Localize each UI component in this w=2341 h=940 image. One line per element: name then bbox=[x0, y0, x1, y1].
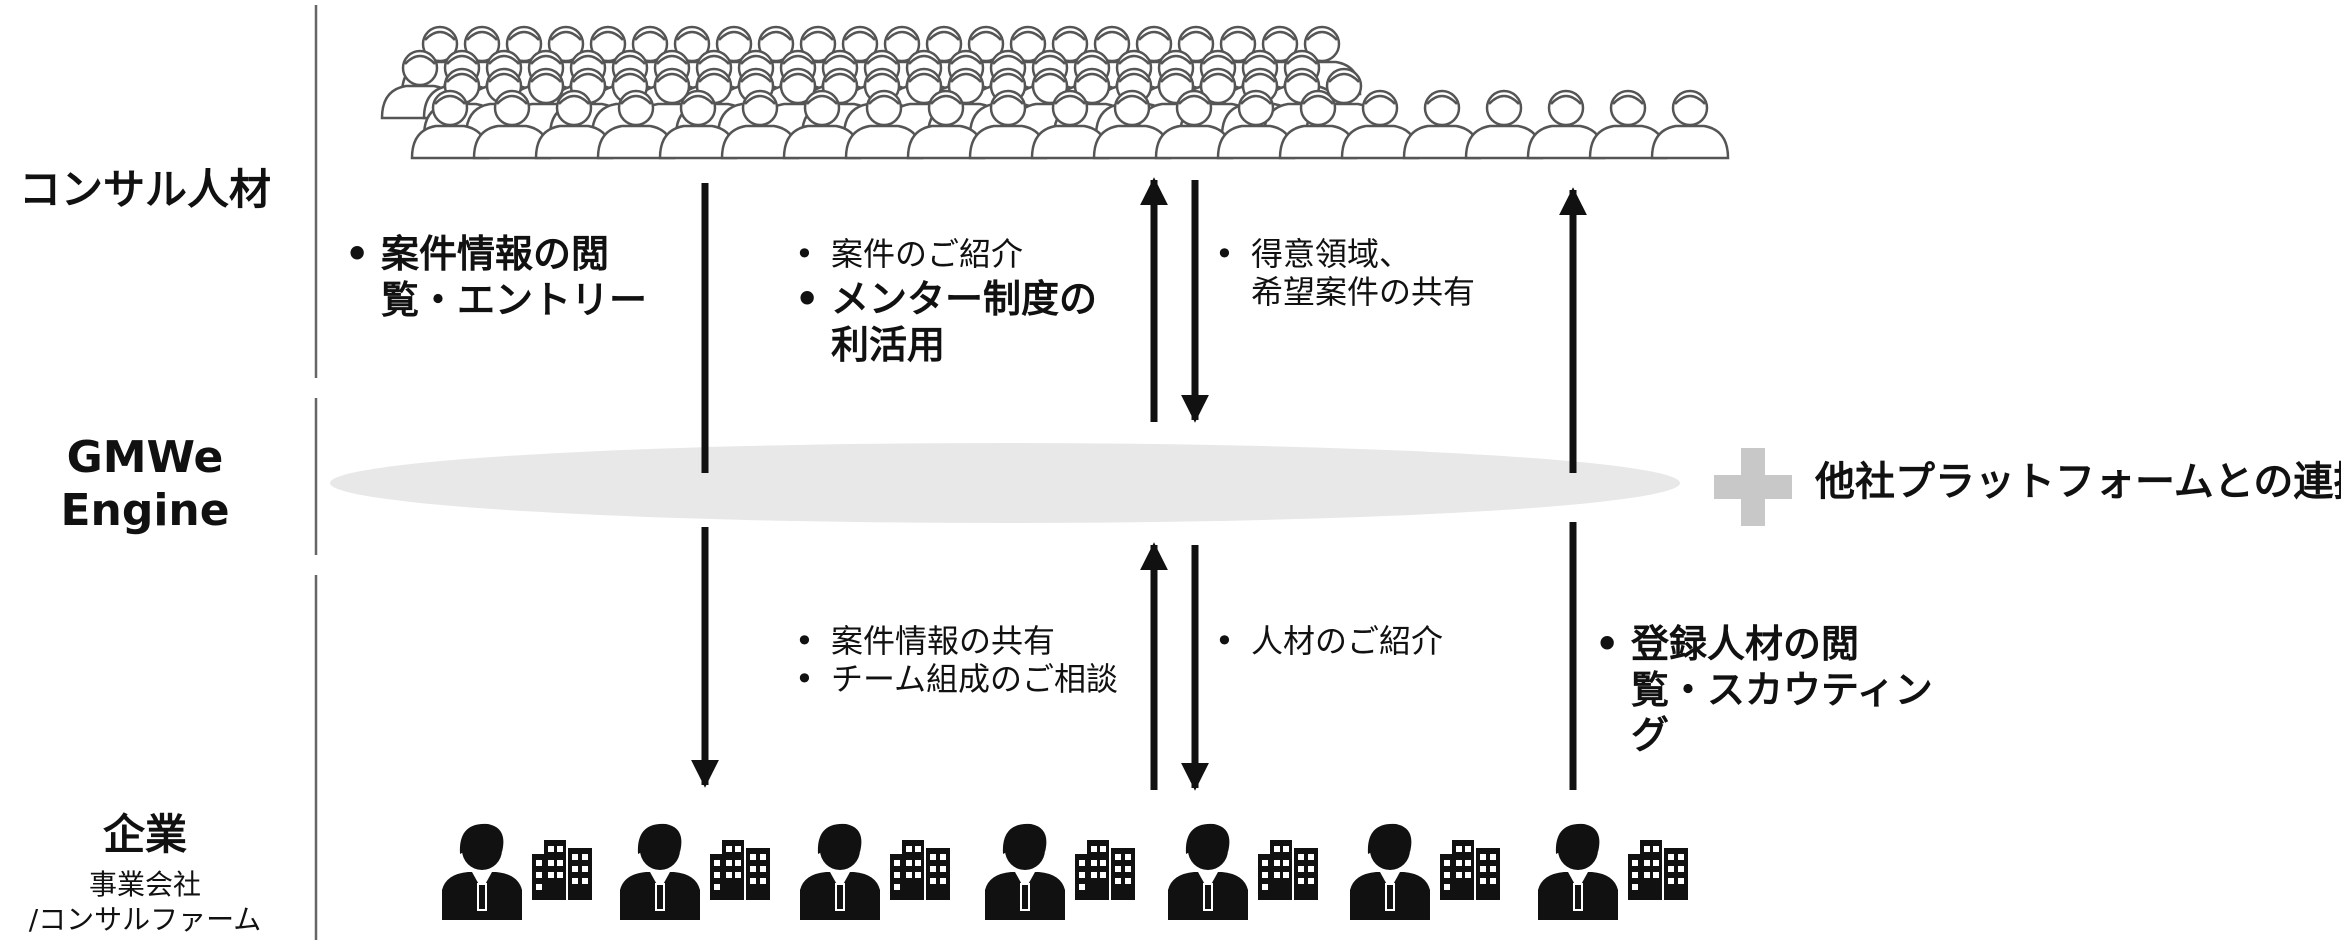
note-top-mid-item1: 案件のご紹介 bbox=[795, 235, 1097, 274]
note-bottom-mid-item2: チーム組成のご相談 bbox=[795, 660, 1118, 699]
note-top-left: 案件情報の閲 覧・エントリー bbox=[345, 232, 647, 323]
note-bottom-far-right-line3: グ bbox=[1631, 713, 1670, 758]
company-businessperson-icon bbox=[1349, 822, 1501, 921]
platform-link-label: 他社プラットフォームとの連携 bbox=[1815, 459, 2341, 505]
label-company-sub1: 事業会社 bbox=[88, 868, 201, 901]
note-bottom-far-right: 登録人材の閲 覧・スカウティン グ bbox=[1595, 622, 1933, 759]
note-top-left-line2: 覧・エントリー bbox=[381, 277, 648, 322]
engine-ellipse bbox=[330, 443, 1680, 523]
company-businessperson-icon bbox=[619, 822, 771, 921]
note-top-mid: 案件のご紹介 メンター制度の 利活用 bbox=[795, 235, 1097, 369]
plus-icon bbox=[1714, 448, 1792, 526]
company-businessperson-icon bbox=[1537, 822, 1689, 921]
note-top-right: 得意領域、 希望案件の共有 bbox=[1215, 235, 1475, 312]
consultant-person-icon bbox=[1650, 89, 1730, 160]
company-businessperson-icon bbox=[799, 822, 951, 921]
note-bottom-mid-item1: 案件情報の共有 bbox=[795, 622, 1118, 661]
label-consultant: コンサル人材 bbox=[18, 165, 271, 214]
company-row bbox=[441, 822, 1689, 921]
note-bottom-right: 人材のご紹介 bbox=[1215, 622, 1443, 661]
note-top-left-line1: 案件情報の閲 bbox=[345, 232, 647, 278]
label-company-sub2: /コンサルファーム bbox=[28, 903, 262, 936]
flow-arrows bbox=[691, 177, 1587, 791]
label-engine-line1: GMWe bbox=[66, 432, 224, 483]
company-businessperson-icon bbox=[1167, 822, 1319, 921]
note-top-right-line1: 得意領域、 bbox=[1215, 235, 1475, 274]
note-top-mid-item2-line2: 利活用 bbox=[831, 322, 946, 367]
note-bottom-right-item1: 人材のご紹介 bbox=[1215, 622, 1443, 661]
company-businessperson-icon bbox=[984, 822, 1136, 921]
note-top-right-line2: 希望案件の共有 bbox=[1251, 273, 1476, 312]
label-engine-line2: Engine bbox=[60, 485, 230, 536]
label-company: 企業 bbox=[102, 810, 187, 859]
company-businessperson-icon bbox=[441, 822, 593, 921]
note-bottom-far-right-line1: 登録人材の閲 bbox=[1595, 622, 1933, 668]
note-top-mid-item2-line1: メンター制度の bbox=[795, 277, 1097, 323]
note-bottom-mid: 案件情報の共有 チーム組成のご相談 bbox=[795, 622, 1118, 699]
note-bottom-far-right-line2: 覧・スカウティン bbox=[1631, 667, 1933, 712]
consultant-crowd bbox=[380, 25, 1730, 160]
